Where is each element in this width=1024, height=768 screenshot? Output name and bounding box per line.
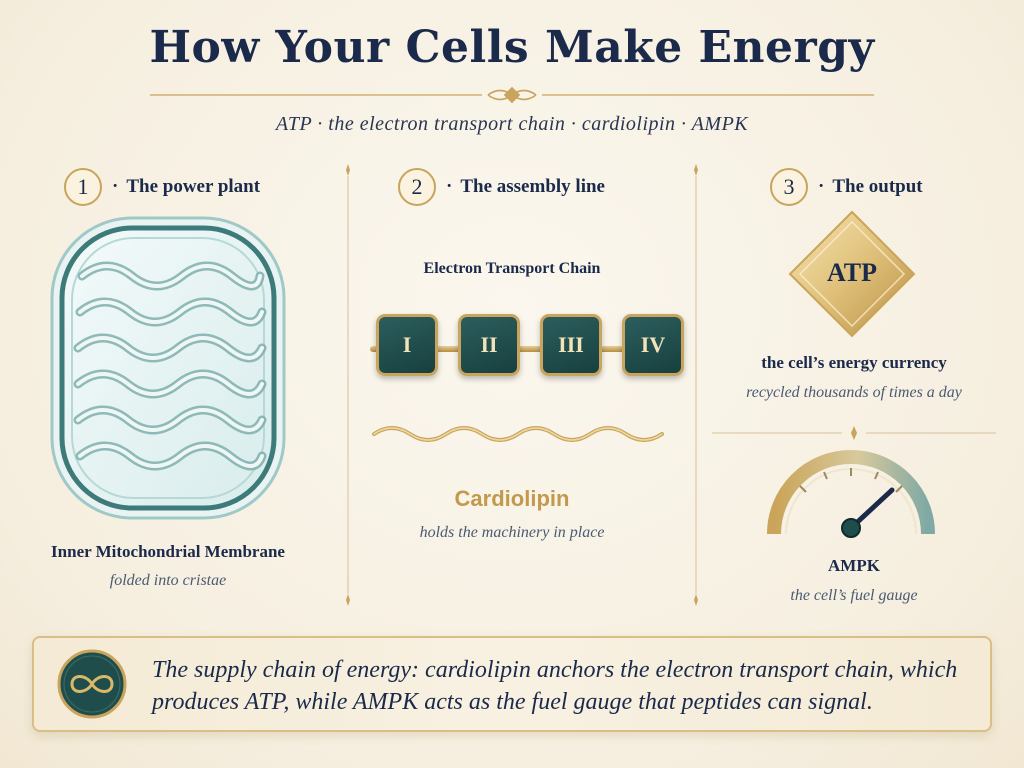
step-heading-3: 3 · The output bbox=[770, 168, 923, 206]
step-number-badge: 2 bbox=[398, 168, 436, 206]
step-number-badge: 3 bbox=[770, 168, 808, 206]
etc-complexes: I II III IV bbox=[376, 314, 684, 376]
panel3-divider bbox=[712, 426, 996, 440]
step-heading-2: 2 · The assembly line bbox=[398, 168, 605, 206]
etc-complex-1: I bbox=[376, 314, 438, 376]
infinity-icon bbox=[57, 649, 127, 719]
step-title: The output bbox=[832, 176, 923, 197]
cardiolipin-caption: holds the machinery in place bbox=[419, 524, 605, 541]
step-title: The assembly line bbox=[460, 176, 605, 197]
ampk-caption: the cell’s fuel gauge bbox=[790, 587, 918, 604]
step-separator: · bbox=[818, 176, 825, 197]
atp-diamond bbox=[788, 210, 916, 338]
membrane-label: Inner Mitochondrial Membrane bbox=[51, 542, 285, 561]
summary-banner bbox=[32, 636, 992, 732]
cardiolipin-label: Cardiolipin bbox=[454, 486, 570, 511]
summary-text: The supply chain of energy: cardiolipin … bbox=[152, 657, 958, 715]
ampk-label: AMPK bbox=[828, 556, 880, 575]
step-number-badge: 1 bbox=[64, 168, 102, 206]
page-title: How Your Cells Make Energy bbox=[149, 22, 875, 73]
column-divider-1 bbox=[346, 164, 350, 606]
etc-rail bbox=[370, 346, 670, 352]
step-title: The power plant bbox=[126, 176, 261, 197]
atp-label: the cell’s energy currency bbox=[761, 353, 947, 372]
diamond-ornament-icon bbox=[487, 86, 537, 104]
star-ornament-icon bbox=[346, 164, 350, 176]
step-separator: · bbox=[112, 176, 119, 197]
membrane-caption: folded into cristae bbox=[109, 572, 227, 589]
atp-text: ATP bbox=[826, 258, 878, 287]
mitochondrion-illustration bbox=[50, 216, 286, 520]
step-separator: · bbox=[446, 176, 453, 197]
etc-complex-4: IV bbox=[622, 314, 684, 376]
ampk-gauge bbox=[767, 450, 935, 538]
title-divider bbox=[150, 86, 874, 104]
subtitle: ATP · the electron transport chain · car… bbox=[275, 113, 749, 135]
etc-label: Electron Transport Chain bbox=[423, 260, 601, 277]
etc-complex-3: III bbox=[540, 314, 602, 376]
etc-complex-2: II bbox=[458, 314, 520, 376]
step-heading-1: 1 · The power plant bbox=[64, 168, 260, 206]
cardiolipin-wave bbox=[372, 426, 664, 442]
column-divider-2 bbox=[694, 164, 698, 606]
atp-caption: recycled thousands of times a day bbox=[746, 384, 962, 401]
